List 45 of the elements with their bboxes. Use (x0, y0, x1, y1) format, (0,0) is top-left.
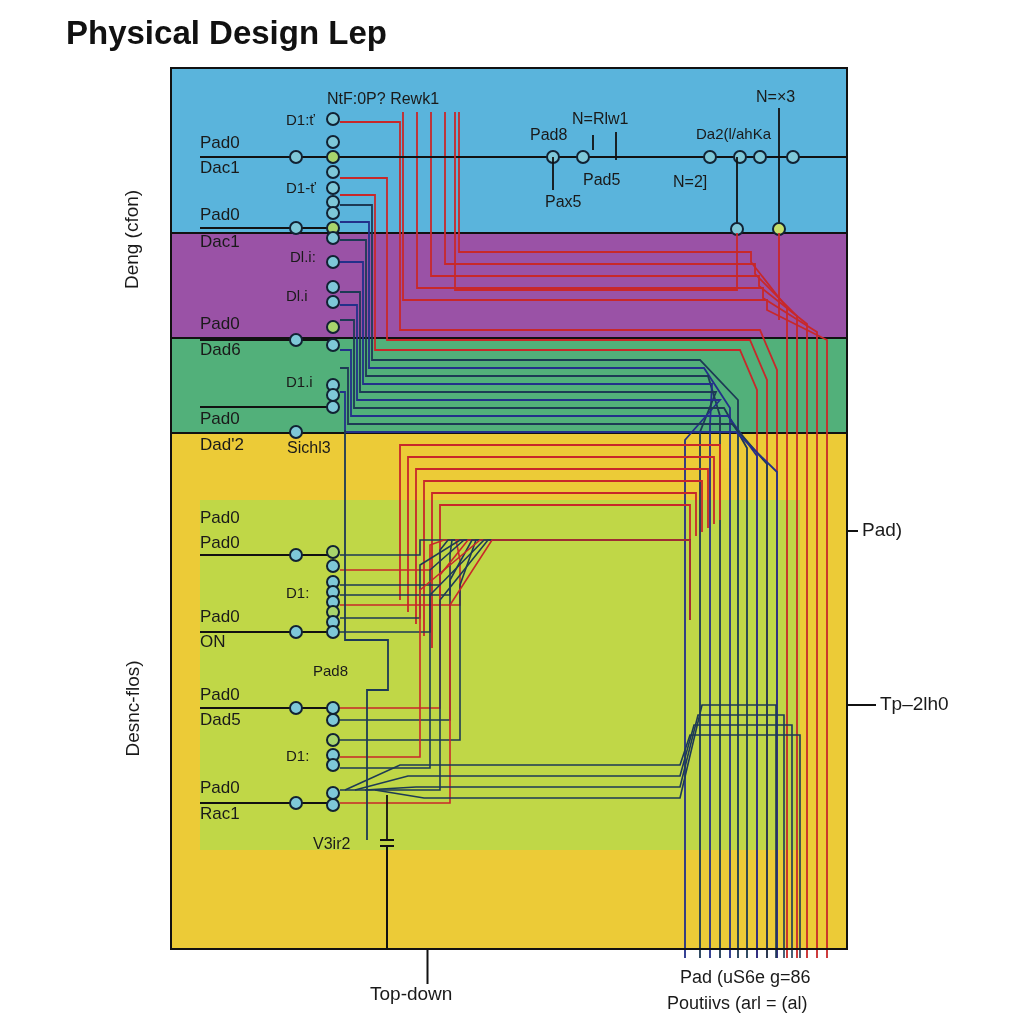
pin-label: Pad8 (313, 663, 349, 680)
pin-label: Dad6 (200, 341, 241, 360)
pin-label: Sichl3 (287, 439, 331, 457)
pin-label: D1: (286, 748, 310, 765)
pin-label: D1: (286, 585, 310, 602)
callout-label: Top-down (370, 983, 453, 1004)
axis-label: Desnc-flos) (122, 659, 143, 756)
pin-label: Pad0 (200, 534, 240, 553)
pin-label: Poutiivs (arl = (al) (667, 994, 808, 1014)
pin-label: Dac1 (200, 159, 240, 178)
pin-label: Dad'2 (200, 436, 244, 455)
pin-label: Rac1 (200, 805, 240, 824)
pin-label: V3ir2 (313, 835, 351, 853)
pin-label: Pad0 (200, 779, 240, 798)
pin-label: NtF:0P? Rewk1 (327, 90, 440, 108)
pin-label: Pad0 (200, 410, 240, 429)
pin-label: N=2] (673, 173, 708, 191)
pin-label: Dl.i: (290, 249, 316, 266)
pin-label: Dad5 (200, 711, 241, 730)
callout-label: Tp–2lh0 (880, 693, 949, 714)
pin-label: N=×3 (756, 88, 796, 106)
callout-label: Pad) (862, 519, 903, 540)
pin-label: N=Rlw1 (572, 110, 629, 128)
pin-label: Pad5 (583, 171, 621, 189)
pin-label: Dac1 (200, 233, 240, 252)
pin-label: Da2(l/ahKa (696, 126, 772, 143)
pin-label: Pad0 (200, 686, 240, 705)
pin-label: Pax5 (545, 193, 582, 211)
pin-label: Pad0 (200, 608, 240, 627)
leader-line (847, 530, 859, 532)
pin-label: Pad0 (200, 134, 240, 153)
axis-label: Deng (cfon) (122, 189, 144, 290)
pin-label: ON (200, 633, 226, 652)
diagram-title: Physical Design Lep (66, 14, 387, 52)
pin-label: D1-ť (286, 180, 316, 197)
pin-label: Dl.i (286, 288, 308, 305)
pin-label: D1.i (286, 374, 313, 391)
pin-label: Pad0 (200, 206, 240, 225)
pin-label: D1:ť (286, 112, 315, 129)
leader-line (426, 949, 429, 985)
pin-label: Pad0 (200, 509, 240, 528)
pin-label: Pad0 (200, 315, 240, 334)
pin-label: Pad8 (530, 126, 568, 144)
pin-label: Pad (uS6e g=86 (680, 968, 811, 988)
leader-line (847, 704, 877, 706)
